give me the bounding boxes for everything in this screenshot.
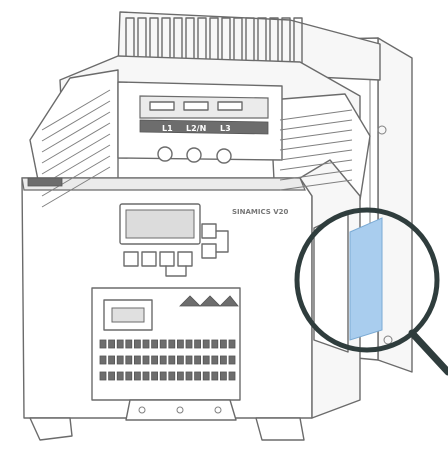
heat-fin — [269, 17, 279, 65]
heat-fin — [185, 17, 195, 65]
io-terminal-pin — [99, 371, 107, 381]
terminal-labels: L1 L2/N L3 — [162, 124, 231, 133]
io-terminal-pin — [211, 371, 219, 381]
heat-fin — [281, 17, 291, 65]
keypad-buttons-icon — [123, 251, 193, 277]
io-terminal-pin — [185, 371, 193, 381]
io-terminal-pin — [168, 355, 176, 365]
io-terminal-pin — [133, 371, 141, 381]
io-terminal-pin — [185, 355, 193, 365]
right-vent-ridge — [279, 119, 353, 131]
io-terminal-pin — [219, 371, 227, 381]
io-terminal-pin — [159, 355, 167, 365]
io-terminal-pin — [142, 339, 150, 349]
right-vent-ridge — [279, 139, 353, 151]
io-terminal-pin — [228, 355, 236, 365]
io-terminal-pin — [142, 371, 150, 381]
io-terminal-pin — [202, 371, 210, 381]
brand-strip — [27, 177, 63, 187]
right-vent-ridge — [279, 159, 353, 171]
io-terminal-pin — [151, 339, 159, 349]
io-terminal-pin — [176, 355, 184, 365]
io-terminal-pin — [176, 371, 184, 381]
left-vent-ridge — [41, 155, 111, 197]
left-vent-ridge — [41, 122, 111, 164]
housing-feet — [29, 399, 305, 441]
io-terminal-pin — [159, 339, 167, 349]
heat-fin — [257, 17, 267, 65]
io-terminal-pin — [108, 371, 115, 381]
io-terminal-pin — [219, 339, 227, 349]
io-terminal-pin — [116, 355, 124, 365]
heat-fin — [137, 17, 147, 65]
io-terminal-pin — [202, 339, 210, 349]
terminal-label-l3: L3 — [220, 124, 231, 133]
io-terminal-pin — [211, 355, 219, 365]
io-terminal-pin — [228, 371, 236, 381]
right-vent-ridge — [279, 179, 353, 191]
io-terminal-pin — [185, 339, 193, 349]
io-terminal-pin — [151, 371, 159, 381]
io-terminal-pin — [99, 355, 107, 365]
left-vent-ridge — [41, 166, 111, 208]
io-terminal-pin — [168, 371, 176, 381]
io-terminal-pin — [142, 355, 150, 365]
display-screen-icon — [119, 203, 201, 245]
vent-ridges — [41, 89, 353, 208]
io-terminal-pin — [116, 339, 124, 349]
heat-fin — [293, 17, 303, 65]
heat-fin — [221, 17, 231, 65]
io-terminal-pin — [125, 339, 133, 349]
io-terminal-pin — [151, 355, 159, 365]
left-vent-ridge — [41, 133, 111, 175]
heat-fin — [149, 17, 159, 65]
heat-fin — [233, 17, 243, 65]
io-terminal-pin — [219, 355, 227, 365]
heat-fin — [125, 17, 135, 65]
right-vent-ridge — [279, 149, 353, 161]
io-terminal-pin — [108, 355, 115, 365]
io-terminal-pin — [176, 339, 184, 349]
left-vent-ridge — [41, 89, 111, 131]
io-terminal-pin — [116, 371, 124, 381]
heat-fin — [161, 17, 171, 65]
heat-fin — [209, 17, 219, 65]
io-terminal-pin — [228, 339, 236, 349]
terminal-label-l2n: L2/N — [186, 124, 206, 133]
right-vent-ridge — [279, 109, 353, 121]
side-keys — [201, 223, 229, 259]
heat-fin — [245, 17, 255, 65]
io-terminal-pin — [108, 339, 115, 349]
io-terminal-pin — [125, 371, 133, 381]
io-terminal-pin — [99, 339, 107, 349]
left-vent-ridge — [41, 111, 111, 153]
io-terminal-pin — [194, 339, 202, 349]
io-terminal-pin — [133, 339, 141, 349]
io-terminal-pin — [194, 355, 202, 365]
heat-fin — [173, 17, 183, 65]
magnifier-circle-icon — [294, 207, 448, 376]
terminal-label-l1: L1 — [162, 124, 173, 133]
heat-fin — [197, 17, 207, 65]
io-terminal-pin — [168, 339, 176, 349]
left-vent-ridge — [41, 100, 111, 142]
product-name-label: SINAMICS V20 — [232, 208, 289, 216]
io-terminal-pin — [211, 339, 219, 349]
io-terminal-pin — [202, 355, 210, 365]
io-terminal-block-icon — [91, 287, 241, 401]
io-terminal-pin — [194, 371, 202, 381]
right-vent-ridge — [279, 169, 353, 181]
io-terminal-pin — [133, 355, 141, 365]
right-vent-ridge — [279, 129, 353, 141]
io-terminal-pin — [159, 371, 167, 381]
io-terminal-pin — [125, 355, 133, 365]
highlighted-label-area-icon — [349, 217, 383, 341]
